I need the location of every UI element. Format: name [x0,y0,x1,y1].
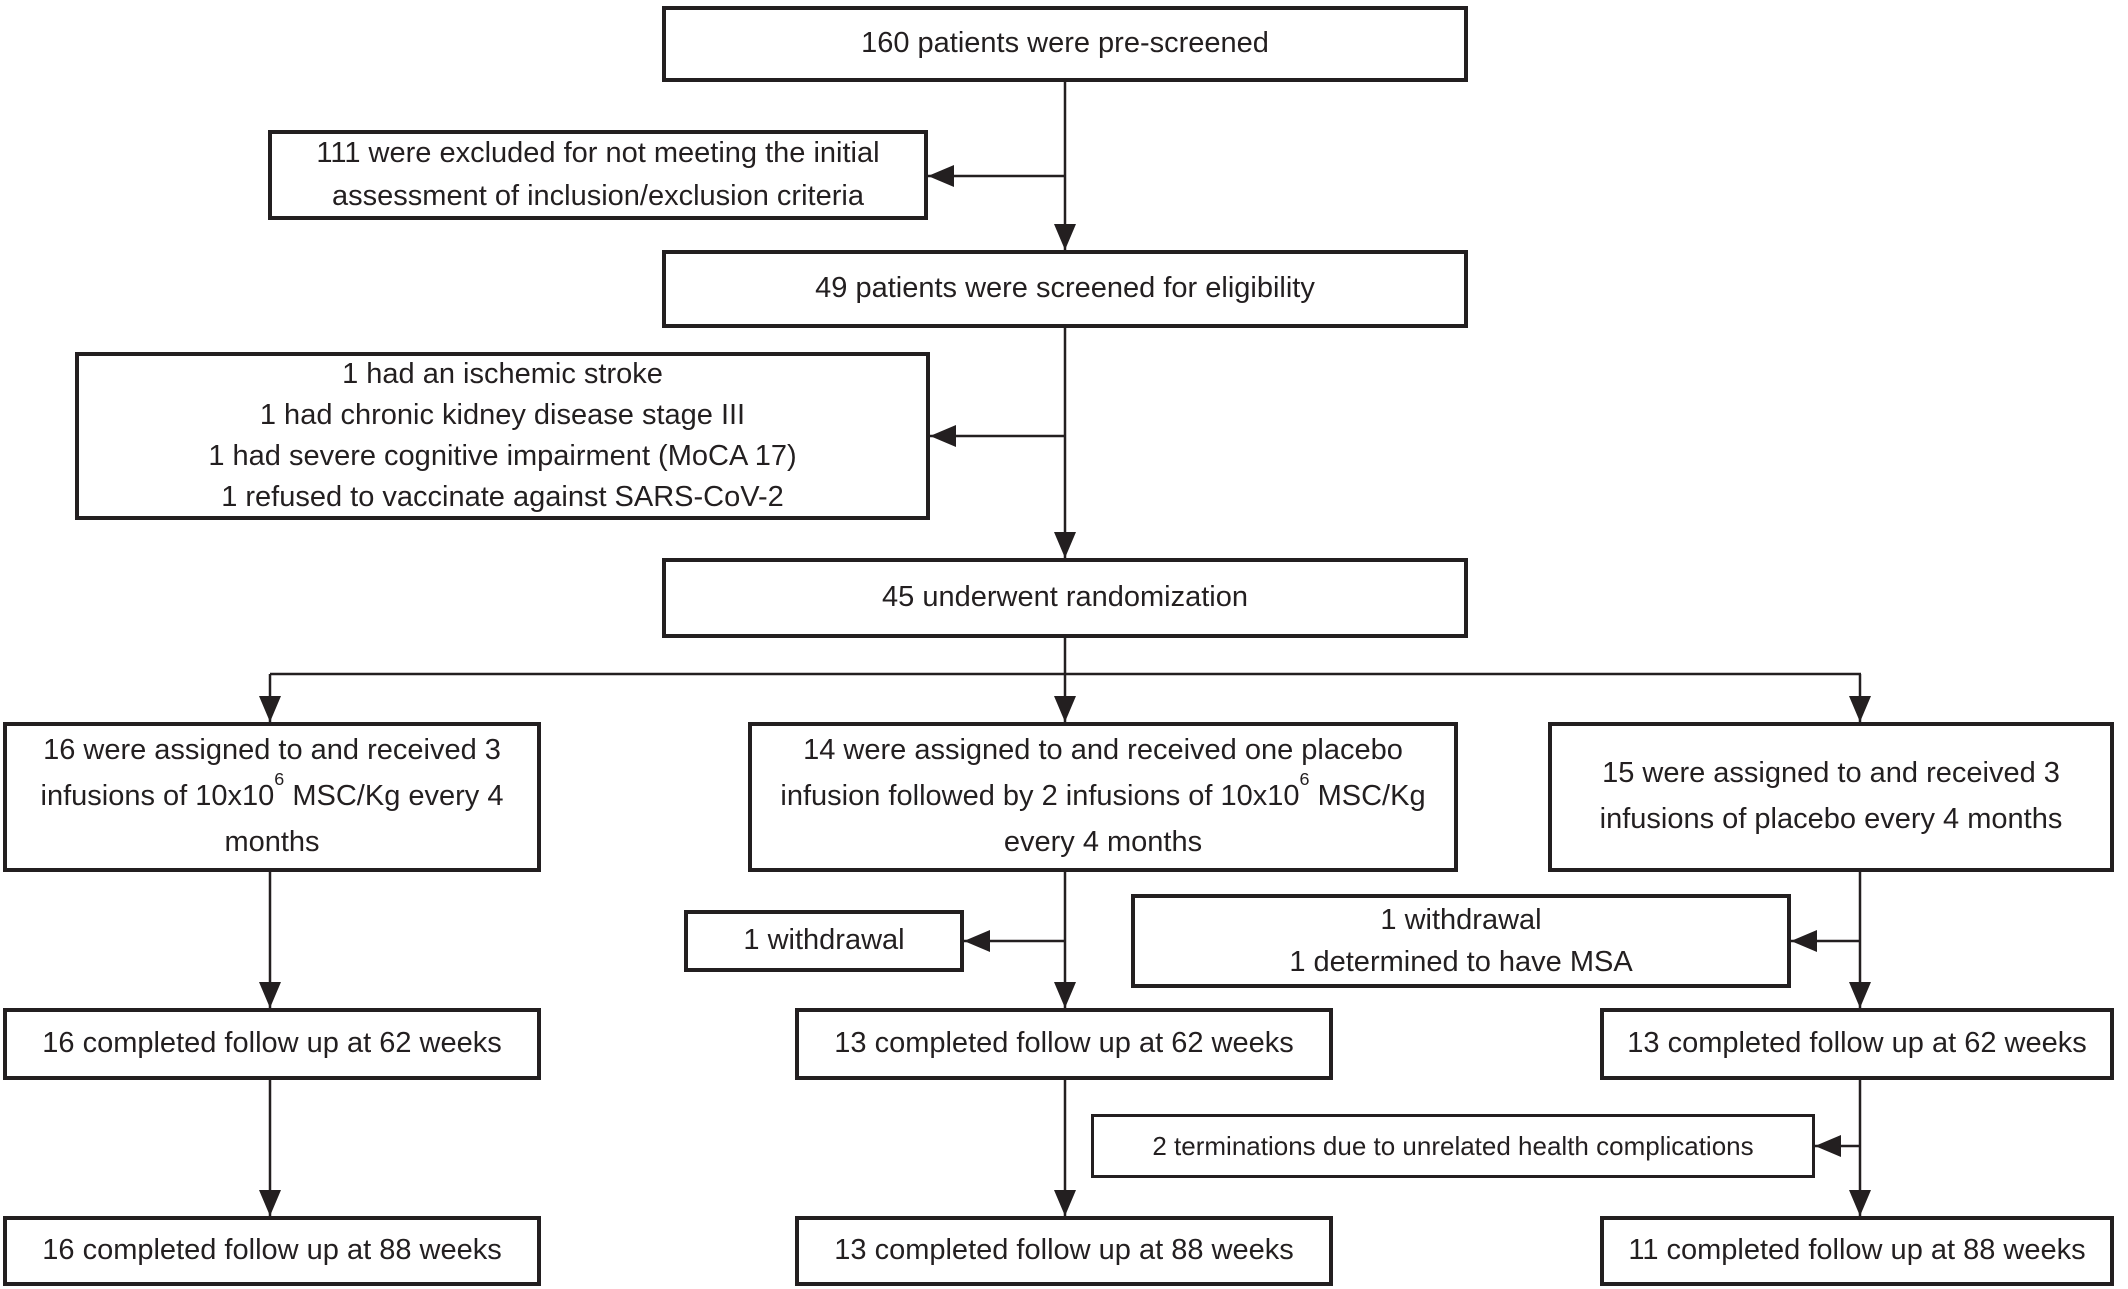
followup88-placebo-label: 11 completed follow up at 88 weeks [1628,1234,2086,1267]
box-randomized: 45 underwent randomization [662,558,1468,638]
withdrawal-right-item: 1 determined to have MSA [1289,946,1633,978]
arm-msc-label: 16 were assigned to and received 3 infus… [40,734,504,858]
box-arm-placebo: 15 were assigned to and received 3 infus… [1548,722,2114,872]
screening-exclusion-item: 1 had chronic kidney disease stage III [259,398,746,431]
box-withdrawal-right: 1 withdrawal 1 determined to have MSA [1131,894,1791,988]
box-excluded-initial: 111 were excluded for not meeting the in… [268,130,928,220]
arm-placebo-label: 15 were assigned to and received 3 infus… [1599,757,2063,835]
box-screened: 49 patients were screened for eligibilit… [662,250,1468,328]
followup88-msc-label: 16 completed follow up at 88 weeks [42,1234,502,1267]
withdrawal-right-item: 1 withdrawal [1380,903,1542,936]
screening-exclusion-item: 1 refused to vaccinate against SARS-CoV-… [221,481,784,514]
screening-exclusion-item: 1 had severe cognitive impairment (MoCA … [208,440,797,472]
followup62-placebo-then-msc-label: 13 completed follow up at 62 weeks [834,1027,1294,1060]
box-arm-placebo-then-msc: 14 were assigned to and received one pla… [748,722,1458,872]
terminations-label: 2 terminations due to unrelated health c… [1152,1130,1754,1161]
box-prescreened: 160 patients were pre-screened [662,6,1468,82]
arm-placebo-then-msc-label: 14 were assigned to and received one pla… [780,734,1426,858]
box-followup88-placebo: 11 completed follow up at 88 weeks [1600,1216,2114,1286]
box-followup88-placebo-then-msc: 13 completed follow up at 88 weeks [795,1216,1333,1286]
withdrawal-mid-label: 1 withdrawal [743,924,905,957]
box-followup88-msc: 16 completed follow up at 88 weeks [3,1216,541,1286]
box-followup62-msc: 16 completed follow up at 62 weeks [3,1008,541,1080]
followup88-placebo-then-msc-label: 13 completed follow up at 88 weeks [834,1234,1294,1267]
box-followup62-placebo: 13 completed follow up at 62 weeks [1600,1008,2114,1080]
exponent: 6 [274,768,285,789]
prescreened-label: 160 patients were pre-screened [861,27,1269,60]
box-withdrawal-mid: 1 withdrawal [684,910,964,972]
exponent: 6 [1299,768,1310,789]
excluded-initial-label: 111 were excluded for not meeting the in… [316,136,880,213]
box-arm-msc: 16 were assigned to and received 3 infus… [3,722,541,872]
box-terminations: 2 terminations due to unrelated health c… [1091,1114,1815,1178]
box-screening-exclusions: 1 had an ischemic stroke 1 had chronic k… [75,352,930,520]
followup62-placebo-label: 13 completed follow up at 62 weeks [1627,1027,2087,1060]
randomized-label: 45 underwent randomization [882,581,1248,614]
followup62-msc-label: 16 completed follow up at 62 weeks [42,1027,502,1060]
screening-exclusion-item: 1 had an ischemic stroke [342,357,663,390]
box-followup62-placebo-then-msc: 13 completed follow up at 62 weeks [795,1008,1333,1080]
screened-label: 49 patients were screened for eligibilit… [815,272,1315,305]
